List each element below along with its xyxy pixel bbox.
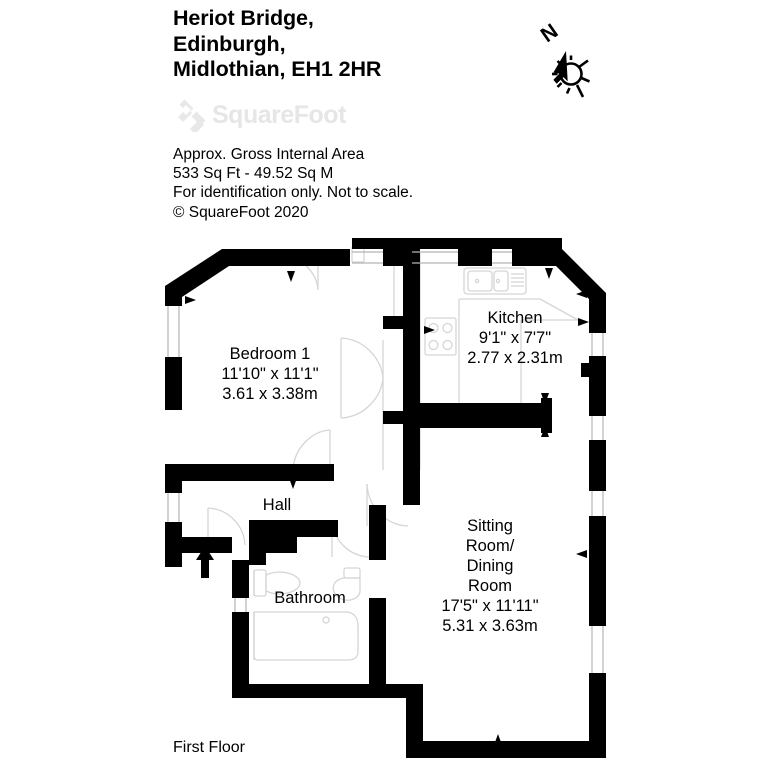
kitchen-sink-icon — [463, 267, 527, 295]
address-line-1: Heriot Bridge, — [173, 6, 314, 30]
sitting-room-name-line-2: Room/ — [465, 537, 515, 555]
sitting-room-name-line-3: Dining — [466, 557, 514, 575]
basin-icon — [253, 569, 301, 597]
info-line-disclaimer: For identification only. Not to scale. — [173, 184, 414, 202]
bedroom-1-dimensions-imperial: 11'10" x 11'1" — [221, 365, 319, 383]
window-markers — [185, 268, 589, 745]
property-address: Heriot Bridge, Edinburgh, Midlothian, EH… — [173, 6, 513, 83]
room-label-hall: Hall — [232, 495, 322, 515]
address-line-2: Edinburgh, — [173, 31, 286, 56]
info-line-gross-area: Approx. Gross Internal Area — [173, 146, 365, 163]
kitchen-hob-icon — [424, 317, 457, 356]
squarefoot-logo-text: SquareFoot — [212, 101, 346, 129]
bedroom-1-name: Bedroom 1 — [229, 345, 311, 363]
room-label-kitchen: Kitchen 9'1" x 7'7" 2.77 x 2.31m — [420, 308, 610, 368]
room-label-sitting-dining-room: Sitting Room/ Dining Room 17'5" x 11'11"… — [400, 516, 580, 636]
sitting-room-dimensions-metric: 5.31 x 3.63m — [442, 617, 538, 635]
toilet-icon — [332, 567, 361, 601]
walls-layer — [165, 238, 606, 758]
kitchen-name: Kitchen — [487, 309, 543, 327]
squarefoot-logo: SquareFoot — [174, 98, 346, 132]
area-info-block: Approx. Gross Internal Area 533 Sq Ft - … — [173, 145, 503, 222]
hall-name: Hall — [262, 496, 292, 514]
bathroom-name: Bathroom — [274, 589, 346, 607]
entrance-arrow-icon — [196, 546, 214, 578]
bath-icon — [253, 611, 359, 661]
sitting-room-dimensions-imperial: 17'5" x 11'11" — [441, 597, 539, 615]
room-label-bedroom-1: Bedroom 1 11'10" x 11'1" 3.61 x 3.38m — [150, 344, 390, 404]
sitting-room-name-line-4: Room — [467, 577, 512, 595]
address-line-3: Midlothian, EH1 2HR — [173, 57, 382, 81]
kitchen-worktop — [458, 298, 579, 408]
compass-icon: N — [537, 20, 591, 98]
info-line-area-values: 533 Sq Ft - 49.52 Sq M — [173, 165, 334, 183]
kitchen-dimensions-imperial: 9'1" x 7'7" — [478, 329, 552, 347]
room-label-bathroom: Bathroom — [240, 588, 380, 608]
sitting-room-name-line-1: Sitting — [467, 517, 513, 535]
info-line-copyright: © SquareFoot 2020 — [173, 203, 309, 221]
windows-layer — [167, 251, 604, 673]
fixtures-layer — [207, 247, 579, 661]
bedroom-1-dimensions-metric: 3.61 x 3.38m — [222, 385, 318, 403]
kitchen-dimensions-metric: 2.77 x 2.31m — [467, 349, 563, 367]
squarefoot-logo-icon — [178, 99, 206, 132]
floor-level-label: First Floor — [173, 739, 245, 756]
